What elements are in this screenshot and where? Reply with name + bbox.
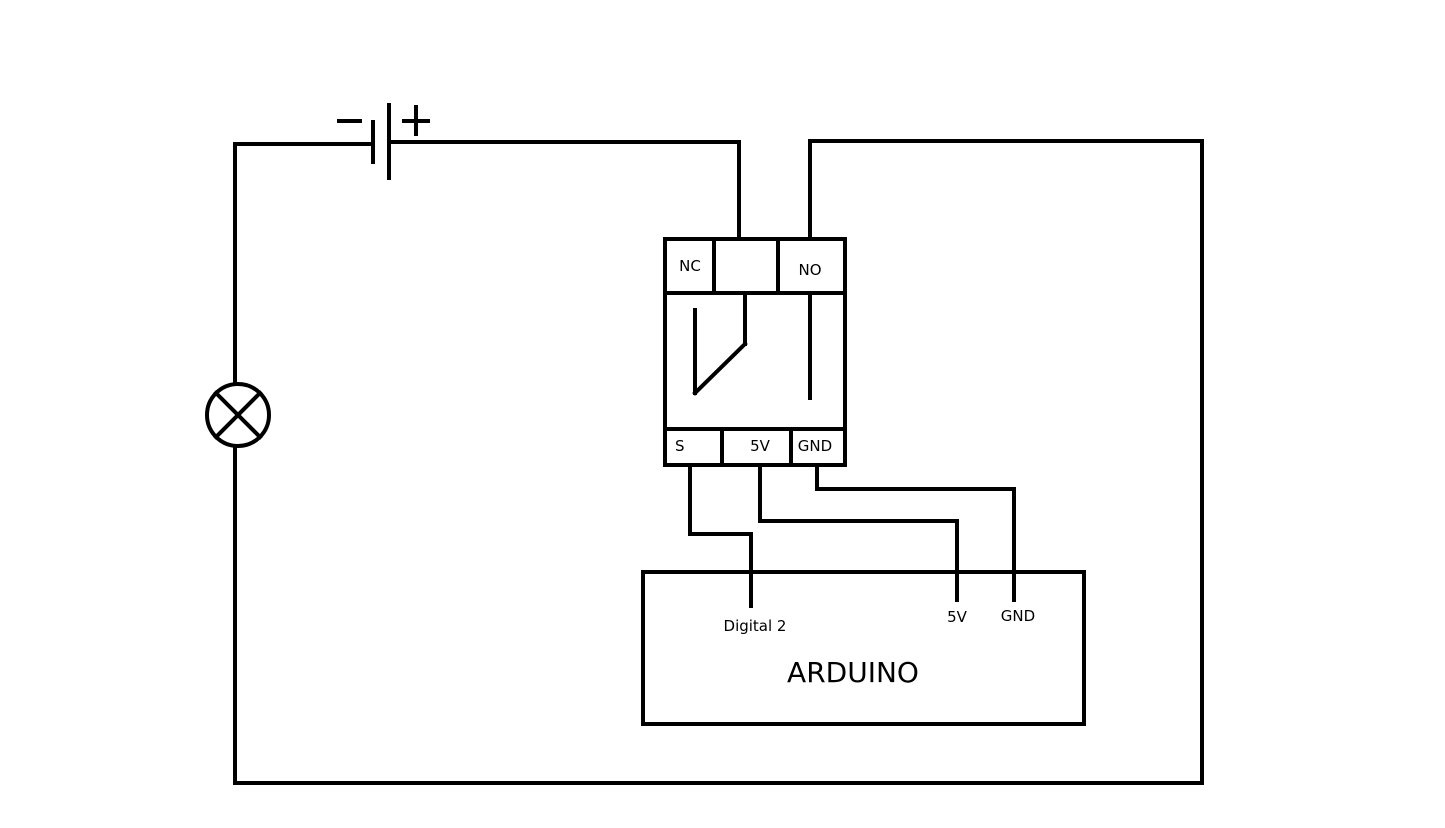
- relay-pin-s-label: S: [675, 437, 685, 455]
- wire-battery-to-relay-common: [387, 140, 741, 240]
- relay-pin-no-label: NO: [798, 261, 821, 279]
- battery-symbol: [337, 103, 430, 180]
- wire-relay-no-to-return: [233, 139, 1204, 785]
- wire-gnd-to-gnd: [815, 465, 1016, 602]
- arduino-label: ARDUINO: [787, 656, 919, 689]
- arduino-body: [641, 570, 1086, 726]
- arduino-board: Digital 2 5V GND ARDUINO: [641, 568, 1086, 726]
- lamp-circle: [205, 382, 271, 448]
- arduino-pin-gnd-label: GND: [1001, 607, 1035, 625]
- relay-pin-gnd-label: GND: [798, 437, 832, 455]
- relay-switch-arm: [692, 341, 748, 396]
- wire-s-to-digital2: [688, 465, 753, 608]
- signal-wires: [688, 465, 1016, 608]
- arduino-pin-5v-label: 5V: [947, 608, 968, 626]
- relay-pin-nc-label: NC: [679, 257, 701, 275]
- lamp-cross-b: [213, 390, 263, 440]
- wire-lamp-to-battery: [233, 142, 374, 384]
- power-loop-wires: [233, 139, 1204, 785]
- relay-pin-5v-label: 5V: [750, 437, 771, 455]
- arduino-pin-digital2-label: Digital 2: [724, 617, 787, 635]
- relay-module: NC NO S 5V GND: [663, 237, 847, 467]
- lamp-icon: [205, 382, 271, 448]
- wire-5v-to-5v: [758, 465, 959, 602]
